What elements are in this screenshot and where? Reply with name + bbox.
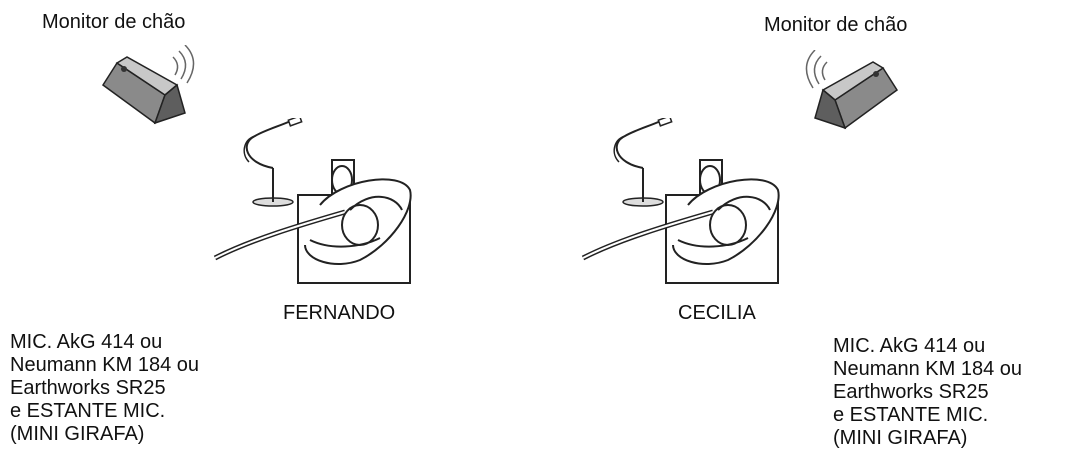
right-mic-spec: MIC. AkG 414 ou Neumann KM 184 ou Earthw… <box>833 335 1022 450</box>
mic-spec-line: Neumann KM 184 ou <box>833 358 1023 380</box>
mic-spec-line: Neumann KM 184 ou <box>10 354 200 376</box>
floor-monitor-icon <box>101 45 195 125</box>
mic-spec-line: e ESTANTE MIC. <box>833 404 989 426</box>
right-monitor-label: Monitor de chão <box>764 14 908 36</box>
right-performer-name: CECILIA <box>678 302 756 324</box>
mini-giraffe-mic-stand-icon <box>613 118 673 207</box>
floor-monitor-icon <box>805 50 899 130</box>
seated-cellist-icon <box>213 159 412 284</box>
seated-cellist-icon <box>581 159 780 284</box>
left-mic-spec: MIC. AkG 414 ou Neumann KM 184 ou Earthw… <box>10 331 199 446</box>
mic-spec-line: e ESTANTE MIC. <box>10 400 166 422</box>
mic-spec-line: (MINI GIRAFA) <box>10 423 145 445</box>
mini-giraffe-mic-stand-icon <box>243 118 303 207</box>
mic-spec-line: MIC. AkG 414 ou <box>10 331 163 353</box>
mic-spec-line: MIC. AkG 414 ou <box>833 335 986 357</box>
mic-spec-line: Earthworks SR25 <box>10 377 166 399</box>
left-monitor-label: Monitor de chão <box>42 11 186 33</box>
left-performer-name: FERNANDO <box>283 302 396 324</box>
mic-spec-line: (MINI GIRAFA) <box>833 427 968 449</box>
mic-spec-line: Earthworks SR25 <box>833 381 989 403</box>
